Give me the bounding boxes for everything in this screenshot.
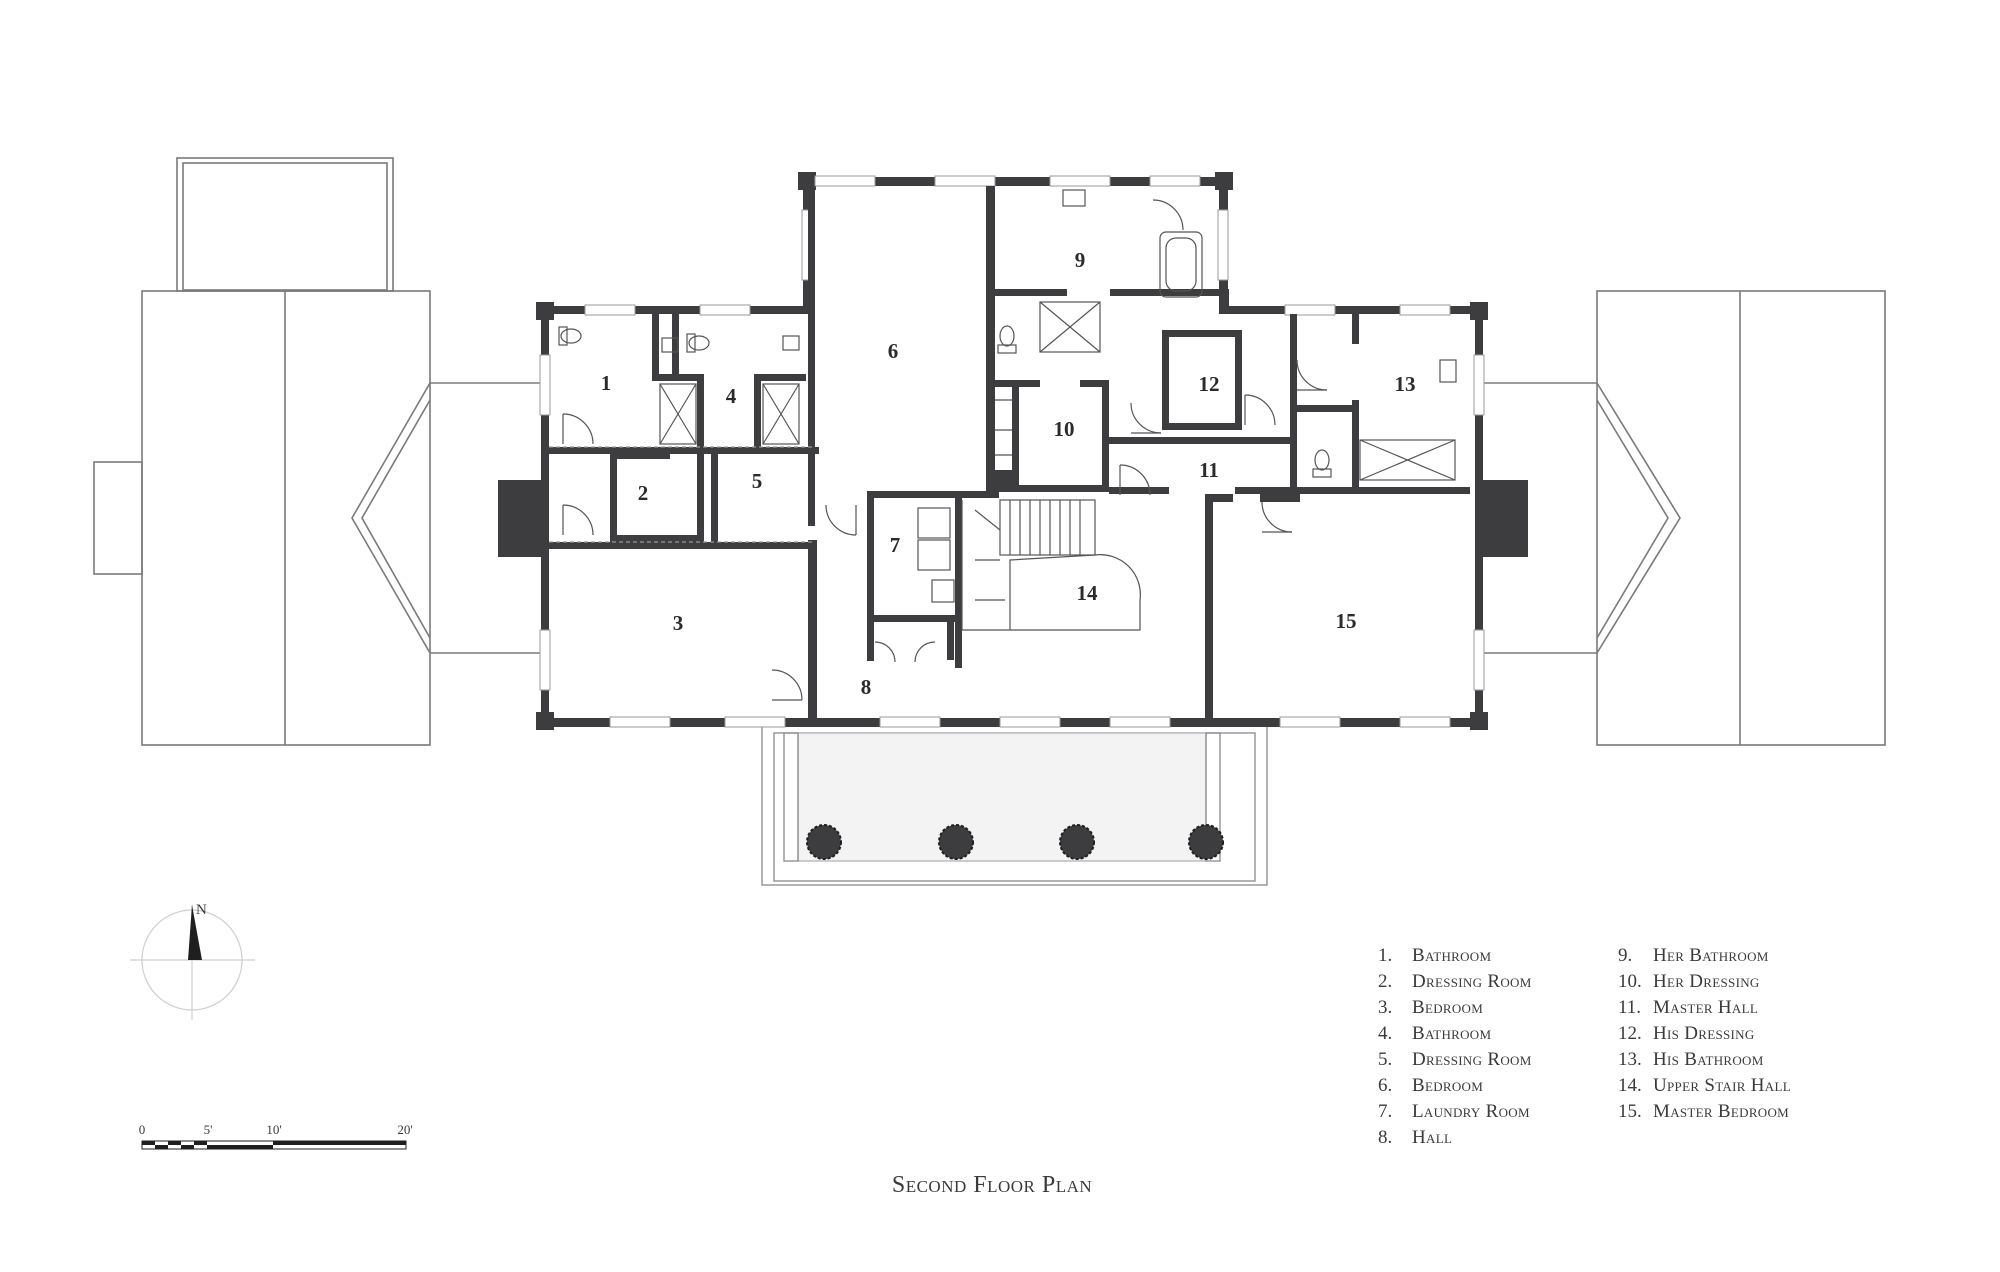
legend-number: 12. bbox=[1618, 1023, 1642, 1044]
room-number: 8 bbox=[861, 675, 872, 699]
legend-number: 14. bbox=[1618, 1075, 1642, 1096]
legend-number: 8. bbox=[1378, 1127, 1392, 1148]
room-number: 2 bbox=[638, 481, 649, 505]
room-number: 10 bbox=[1054, 417, 1075, 441]
legend-number: 6. bbox=[1378, 1075, 1392, 1096]
legend-label: Her Dressing bbox=[1653, 971, 1760, 992]
windows bbox=[539, 175, 1485, 728]
right-chimney bbox=[1482, 480, 1528, 557]
legend-number: 4. bbox=[1378, 1023, 1392, 1044]
legend-number: 1. bbox=[1378, 945, 1392, 966]
scale-label: 0 bbox=[139, 1122, 146, 1137]
right-wing bbox=[1478, 290, 1886, 746]
room-number: 13 bbox=[1395, 372, 1416, 396]
scale-bar: 0 5' 10' 20' bbox=[139, 1122, 413, 1150]
legend-label: Upper Stair Hall bbox=[1653, 1075, 1791, 1096]
room-number: 1 bbox=[601, 371, 612, 395]
legend-label: Laundry Room bbox=[1412, 1101, 1530, 1122]
legend-number: 5. bbox=[1378, 1049, 1392, 1070]
room-number: 9 bbox=[1075, 248, 1086, 272]
legend-number: 2. bbox=[1378, 971, 1392, 992]
fixtures bbox=[549, 189, 1457, 701]
legend-label: Bedroom bbox=[1412, 997, 1483, 1018]
legend: 1. Bathroom 2. Dressing Room 3. Bedroom … bbox=[1378, 945, 1791, 1148]
room-labels: 1 2 3 4 5 6 7 8 9 10 11 12 13 14 15 bbox=[601, 248, 1416, 699]
room-number: 15 bbox=[1336, 609, 1357, 633]
left-wing bbox=[93, 157, 542, 746]
room-number: 11 bbox=[1199, 458, 1219, 482]
north-arrow: N bbox=[130, 902, 255, 1020]
legend-number: 15. bbox=[1618, 1101, 1642, 1122]
legend-label: Dressing Room bbox=[1412, 971, 1532, 992]
legend-label: His Bathroom bbox=[1653, 1049, 1764, 1070]
legend-label: Her Bathroom bbox=[1653, 945, 1769, 966]
scale-label: 5' bbox=[204, 1122, 213, 1137]
legend-label: Master Hall bbox=[1653, 997, 1758, 1018]
legend-number: 3. bbox=[1378, 997, 1392, 1018]
room-number: 7 bbox=[890, 533, 901, 557]
room-number: 5 bbox=[752, 469, 763, 493]
room-number: 4 bbox=[726, 384, 737, 408]
legend-label: Master Bedroom bbox=[1653, 1101, 1789, 1122]
north-arrow-icon bbox=[188, 905, 202, 960]
room-number: 6 bbox=[888, 339, 899, 363]
porch-columns bbox=[806, 824, 1224, 860]
room-number: 14 bbox=[1077, 581, 1099, 605]
legend-label: Bathroom bbox=[1412, 1023, 1491, 1044]
legend-label: Dressing Room bbox=[1412, 1049, 1532, 1070]
legend-number: 13. bbox=[1618, 1049, 1642, 1070]
legend-label: Bathroom bbox=[1412, 945, 1491, 966]
legend-number: 11. bbox=[1618, 997, 1641, 1018]
left-chimney bbox=[498, 480, 544, 557]
legend-number: 10. bbox=[1618, 971, 1642, 992]
room-number: 12 bbox=[1199, 372, 1220, 396]
room-number: 3 bbox=[673, 611, 684, 635]
north-label: N bbox=[196, 902, 207, 918]
legend-label: His Dressing bbox=[1653, 1023, 1755, 1044]
legend-label: Bedroom bbox=[1412, 1075, 1483, 1096]
legend-number: 9. bbox=[1618, 945, 1632, 966]
legend-number: 7. bbox=[1378, 1101, 1392, 1122]
scale-label: 20' bbox=[397, 1122, 412, 1137]
legend-label: Hall bbox=[1412, 1127, 1452, 1148]
porch bbox=[761, 722, 1268, 886]
plan-title: Second Floor Plan bbox=[892, 1172, 1092, 1198]
interior-walls bbox=[549, 186, 1470, 718]
scale-label: 10' bbox=[266, 1122, 281, 1137]
exterior-walls bbox=[536, 172, 1488, 730]
